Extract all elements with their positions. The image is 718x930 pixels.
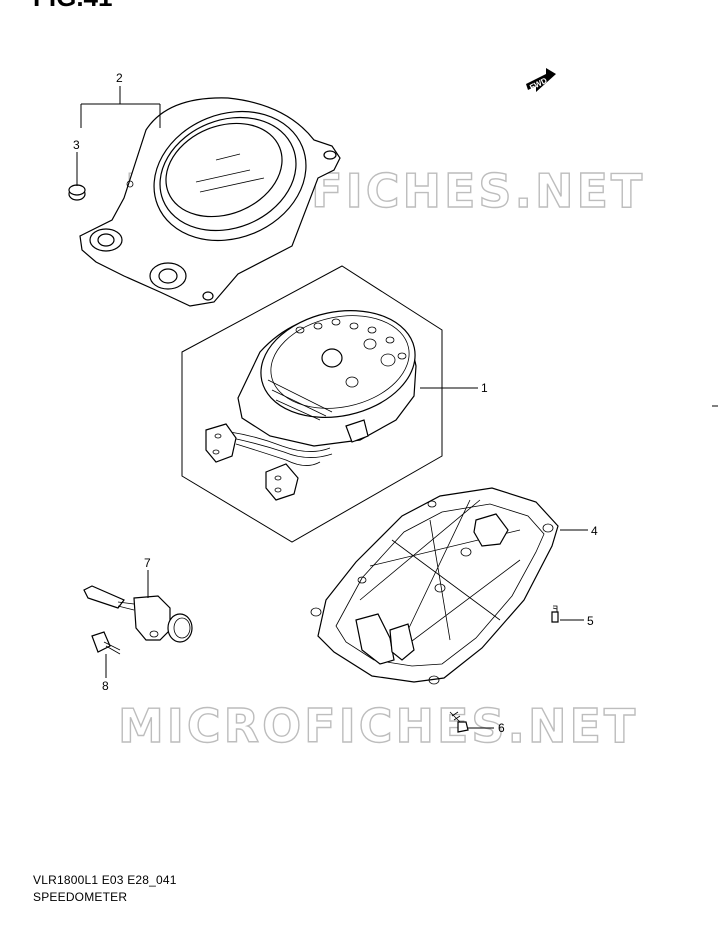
- callout-7: 7: [144, 556, 151, 570]
- diagram-code: VLR1800L1 E03 E28_041: [33, 873, 177, 887]
- screw-5: [551, 605, 559, 623]
- speedometer-case: [79, 97, 341, 307]
- speedometer-assembly: [205, 310, 417, 501]
- bolt-8: [91, 631, 121, 655]
- callout-3: 3: [73, 138, 80, 152]
- callout-6: 6: [498, 721, 505, 735]
- screw-6: [449, 711, 469, 733]
- diagram-name: SPEEDOMETER: [33, 890, 128, 904]
- callout-8: 8: [102, 679, 109, 693]
- leader-lines: [76, 86, 588, 729]
- grommet: [68, 184, 86, 201]
- callout-4: 4: [591, 524, 598, 538]
- callout-5: 5: [587, 614, 594, 628]
- speedometer-bracket: [310, 487, 559, 685]
- callout-1: 1: [481, 381, 488, 395]
- fwd-arrow-icon: FWD: [526, 68, 556, 92]
- watermark-bottom: MICROFICHES.NET: [118, 699, 638, 753]
- speed-sensor: [83, 585, 193, 643]
- assembly-outline: [181, 265, 443, 543]
- figure-title: FIG.41: [33, 0, 112, 12]
- callout-2: 2: [116, 71, 123, 85]
